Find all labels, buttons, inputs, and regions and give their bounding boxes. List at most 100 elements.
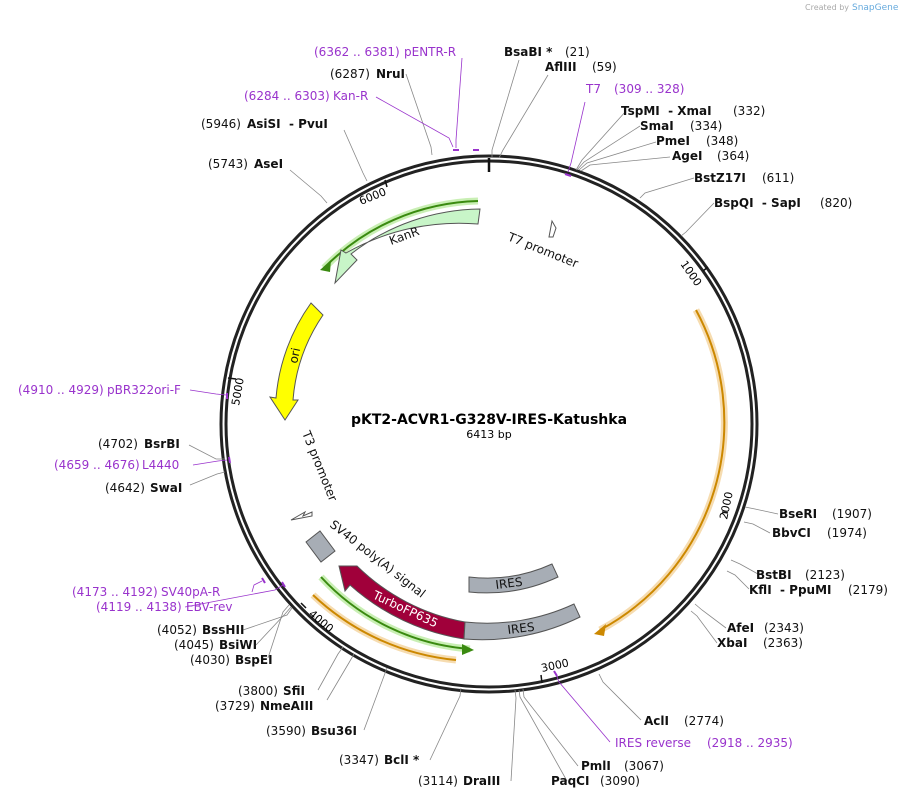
ires-inner-label: IRES [495, 575, 524, 592]
tick-label-5000: 5000 [229, 377, 247, 407]
site-bseri-pos: (1907) [832, 507, 872, 521]
site-swai-name: SwaI [150, 481, 182, 495]
orf-orange-line [599, 309, 726, 631]
site-sfii-name: SfiI [283, 684, 305, 698]
site-bspei-pos: (4030) [190, 653, 230, 667]
primer-l4440-name: L4440 [142, 458, 179, 472]
site-bbvci-pos: (1974) [827, 526, 867, 540]
site-bsrbi-name: BsrBI [144, 437, 180, 451]
ires-outer-feature[interactable] [463, 603, 581, 641]
tick-label-3000: 3000 [540, 656, 570, 675]
primer-ires-reverse-pos: (2918 .. 2935) [707, 736, 793, 750]
orf-orange-arrowhead [594, 624, 606, 636]
site-bsabi-name: BsaBI * [504, 45, 553, 59]
site-pmei-name: PmeI [656, 134, 690, 148]
site-bsabi-pos: (21) [565, 45, 590, 59]
site-bsshii-pos: (4052) [157, 623, 197, 637]
site-paqci-name: PaqCI [551, 774, 589, 788]
primer-marker-sv40pa-r [261, 577, 266, 584]
site-bstbi-pos: (2123) [805, 568, 845, 582]
primer-pentr-r-pos: (6362 .. 6381) [314, 45, 400, 59]
orf-orange-2-line [312, 594, 457, 661]
site-sfii-pos: (3800) [238, 684, 278, 698]
watermark-prefix: Created by [805, 3, 849, 12]
primer-pbr322ori-f-pos: (4910 .. 4929) [18, 383, 104, 397]
site-draiii-pos: (3114) [418, 774, 458, 788]
tick-mark-2000 [721, 511, 729, 514]
primer-sv40pa-r-name: SV40pA-R [161, 585, 220, 599]
site-xbai-name: XbaI [717, 636, 747, 650]
site-asisi-pos: (5946) [201, 117, 241, 131]
site-agei-pos: (364) [717, 149, 749, 163]
tick-mark-4000 [300, 602, 307, 609]
ires-inner-feature[interactable] [468, 563, 559, 594]
site-bsrbi-pos: (4702) [98, 437, 138, 451]
site-nmeaiii-name: NmeAIII [260, 699, 313, 713]
site-kfli-name: KflI - PpuMI [749, 583, 832, 597]
site-acli-pos: (2774) [684, 714, 724, 728]
site-smai-pos: (334) [690, 119, 722, 133]
site-bsu36i-pos: (3590) [266, 724, 306, 738]
primer-pbr322ori-f-name: pBR322ori-F [107, 383, 181, 397]
orf-green-arrowhead [462, 644, 474, 655]
site-draiii-name: DraIII [463, 774, 500, 788]
site-bspqi-name: BspQI - SapI [714, 196, 801, 210]
orf-kanr-line [323, 200, 479, 269]
primer-l4440-pos: (4659 .. 4676) [54, 458, 140, 472]
site-paqci-pos: (3090) [600, 774, 640, 788]
orf-kanr-arrowhead [320, 260, 331, 272]
ori-feature[interactable] [268, 302, 324, 421]
site-kfli-pos: (2179) [848, 583, 888, 597]
t3-promoter-arrow[interactable] [290, 510, 313, 521]
site-leader-lines [188, 59, 779, 782]
site-afliii-name: AflIII [545, 60, 577, 74]
primer-ebv-rev-name: EBV-rev [186, 600, 232, 614]
site-nmeaiii-pos: (3729) [215, 699, 255, 713]
tick-label-1000: 1000 [678, 258, 705, 288]
t7-promoter-arrow[interactable] [548, 219, 557, 238]
site-bstz17i-name: BstZ17I [694, 171, 746, 185]
site-smai-name: SmaI [640, 119, 674, 133]
site-bcli-name: BclI * [384, 753, 420, 767]
site-pmei-pos: (348) [706, 134, 738, 148]
site-bspqi-pos: (820) [820, 196, 852, 210]
site-pmli-name: PmlI [581, 759, 611, 773]
site-acli-name: AclI [644, 714, 669, 728]
site-bspei-name: BspEI [235, 653, 273, 667]
site-asei-name: AseI [254, 157, 283, 171]
t3-promoter-label: T3 promoter [299, 428, 340, 503]
plasmid-length: 6413 bp [466, 428, 511, 441]
plasmid-title: pKT2-ACVR1-G328V-IRES-Katushka [351, 412, 627, 428]
site-nrui-name: NruI [376, 67, 405, 81]
primer-pentr-r-name: pENTR-R [404, 45, 456, 59]
tick-mark-6000 [384, 179, 388, 188]
kanr-feature[interactable] [334, 208, 481, 285]
primer-marker-ebv-rev [281, 581, 286, 588]
site-tspmi-name: TspMI - XmaI [621, 104, 712, 118]
site-bseri-name: BseRI [779, 507, 817, 521]
ires-outer-label: IRES [507, 620, 536, 637]
primer-kan-r-pos: (6284 .. 6303) [244, 89, 330, 103]
site-asei-pos: (5743) [208, 157, 248, 171]
sv40-polya-feature[interactable] [305, 530, 336, 563]
tick-mark-1000 [702, 266, 709, 272]
primer-leader-lines [184, 57, 611, 743]
tick-mark-3000 [540, 674, 543, 684]
primer-ires-reverse-name: IRES reverse [615, 736, 691, 750]
primer-sv40pa-r-pos: (4173 .. 4192) [72, 585, 158, 599]
primer-marker-l4440 [228, 456, 231, 464]
kanr-label: KanR [387, 224, 421, 248]
site-swai-pos: (4642) [105, 481, 145, 495]
primer-ebv-rev-pos: (4119 .. 4138) [96, 600, 182, 614]
primer-t7-pos: (309 .. 328) [614, 82, 684, 96]
backbone-outer [219, 154, 759, 694]
tick-mark-5000 [227, 377, 237, 380]
site-bsiwi-pos: (4045) [174, 638, 214, 652]
primer-t7-name: T7 [585, 82, 601, 96]
site-bsshii-name: BssHII [202, 623, 244, 637]
site-afei-pos: (2343) [764, 621, 804, 635]
site-asisi-name: AsiSI - PvuI [247, 117, 328, 131]
orf-green-line [320, 576, 471, 650]
site-tspmi-pos: (332) [733, 104, 765, 118]
